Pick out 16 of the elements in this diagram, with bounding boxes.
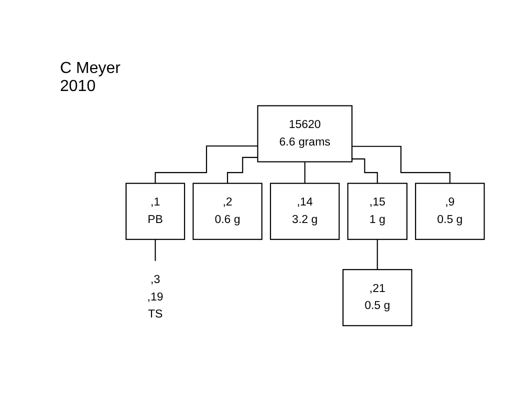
- node-box: ,9 0.5 g: [415, 182, 485, 240]
- connector: [154, 145, 258, 184]
- node-box: ,21 0.5 g: [342, 269, 412, 326]
- node-box: ,2 0.6 g: [192, 182, 262, 240]
- node-box: ,1 PB: [126, 182, 186, 240]
- node-box: ,14 3.2 g: [270, 182, 340, 240]
- node-box: 15620 6.6 grams: [257, 105, 352, 162]
- connector: [376, 238, 378, 270]
- connector: [304, 161, 306, 184]
- connector: [226, 156, 258, 184]
- connector: [352, 146, 450, 184]
- connector: [352, 158, 378, 184]
- node-box: ,15 1 g: [347, 182, 408, 240]
- connector: [154, 238, 156, 262]
- node-text: ,3 ,19 TS: [147, 274, 164, 321]
- author-note: C Meyer 2010: [60, 60, 122, 96]
